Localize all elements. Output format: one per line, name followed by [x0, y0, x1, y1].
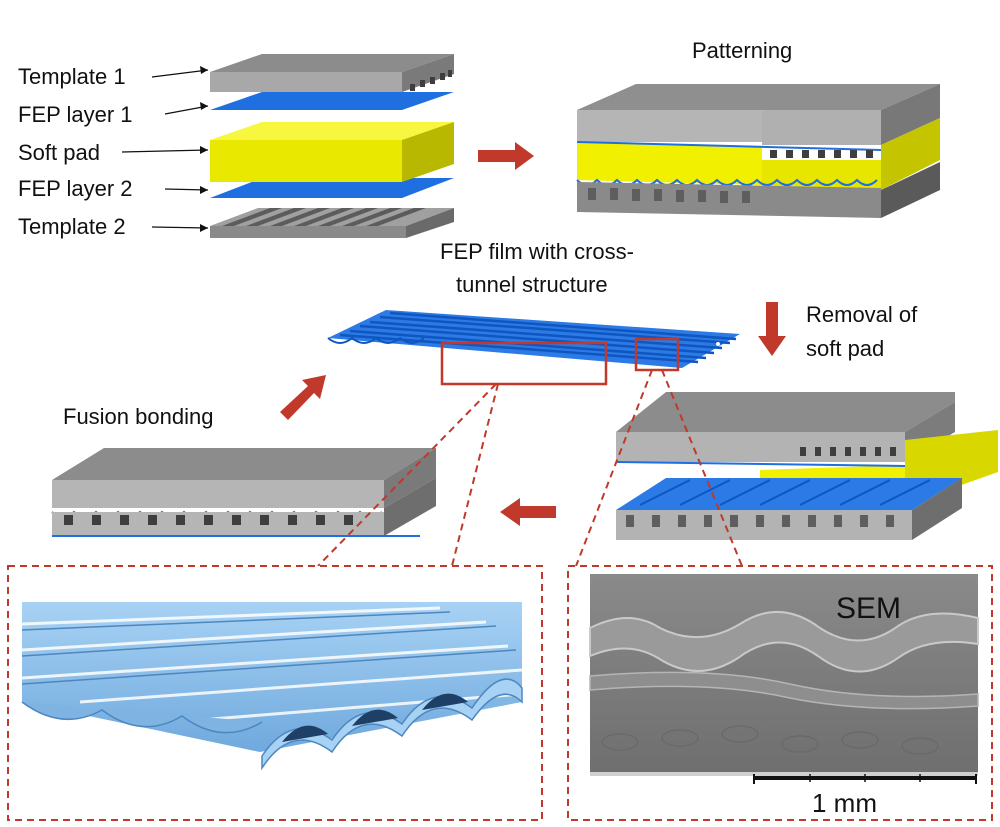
fep-layer-1-sheet — [210, 92, 454, 110]
arrow-to-patterning — [478, 142, 534, 170]
sem-label: SEM — [836, 592, 901, 625]
label-removal-line1: Removal of — [806, 302, 918, 327]
template-1-block — [210, 54, 454, 92]
scale-bar-label: 1 mm — [812, 788, 877, 818]
label-fep-film-line1: FEP film with cross- — [440, 239, 634, 264]
inset-film-closeup — [21, 602, 523, 771]
label-soft-pad: Soft pad — [18, 140, 100, 165]
fused-assembly — [51, 448, 436, 537]
label-fep-layer-1: FEP layer 1 — [18, 102, 133, 127]
scale-bar: 1 mm — [753, 774, 977, 818]
patterned-assembly — [576, 84, 940, 218]
leader-template-2 — [151, 226, 209, 229]
label-fep-layer-2: FEP layer 2 — [18, 176, 133, 201]
leader-soft-pad — [121, 149, 209, 153]
label-template-1: Template 1 — [18, 64, 126, 89]
label-fep-film-line2: tunnel structure — [456, 272, 608, 297]
zoom-box-left — [440, 341, 608, 386]
label-patterning: Patterning — [692, 38, 792, 63]
label-removal-line2: soft pad — [806, 336, 884, 361]
layer-labels: Template 1 FEP layer 1 Soft pad FEP laye… — [18, 64, 209, 239]
exploded-stack — [210, 54, 454, 238]
zoom-connectors — [317, 369, 743, 567]
fep-layer-2-sheet — [210, 178, 454, 198]
arrow-to-film — [280, 375, 326, 420]
leader-template-1 — [151, 69, 209, 78]
label-fusion-bonding: Fusion bonding — [63, 404, 213, 429]
arrow-to-fusion — [500, 498, 556, 526]
soft-pad-block — [210, 122, 454, 182]
zoom-box-right — [634, 337, 680, 372]
template-2-block — [210, 208, 454, 238]
label-template-2: Template 2 — [18, 214, 126, 239]
sem-image: SEM — [589, 574, 979, 808]
arrow-down-removal — [758, 302, 786, 356]
removal-assembly — [615, 392, 998, 540]
